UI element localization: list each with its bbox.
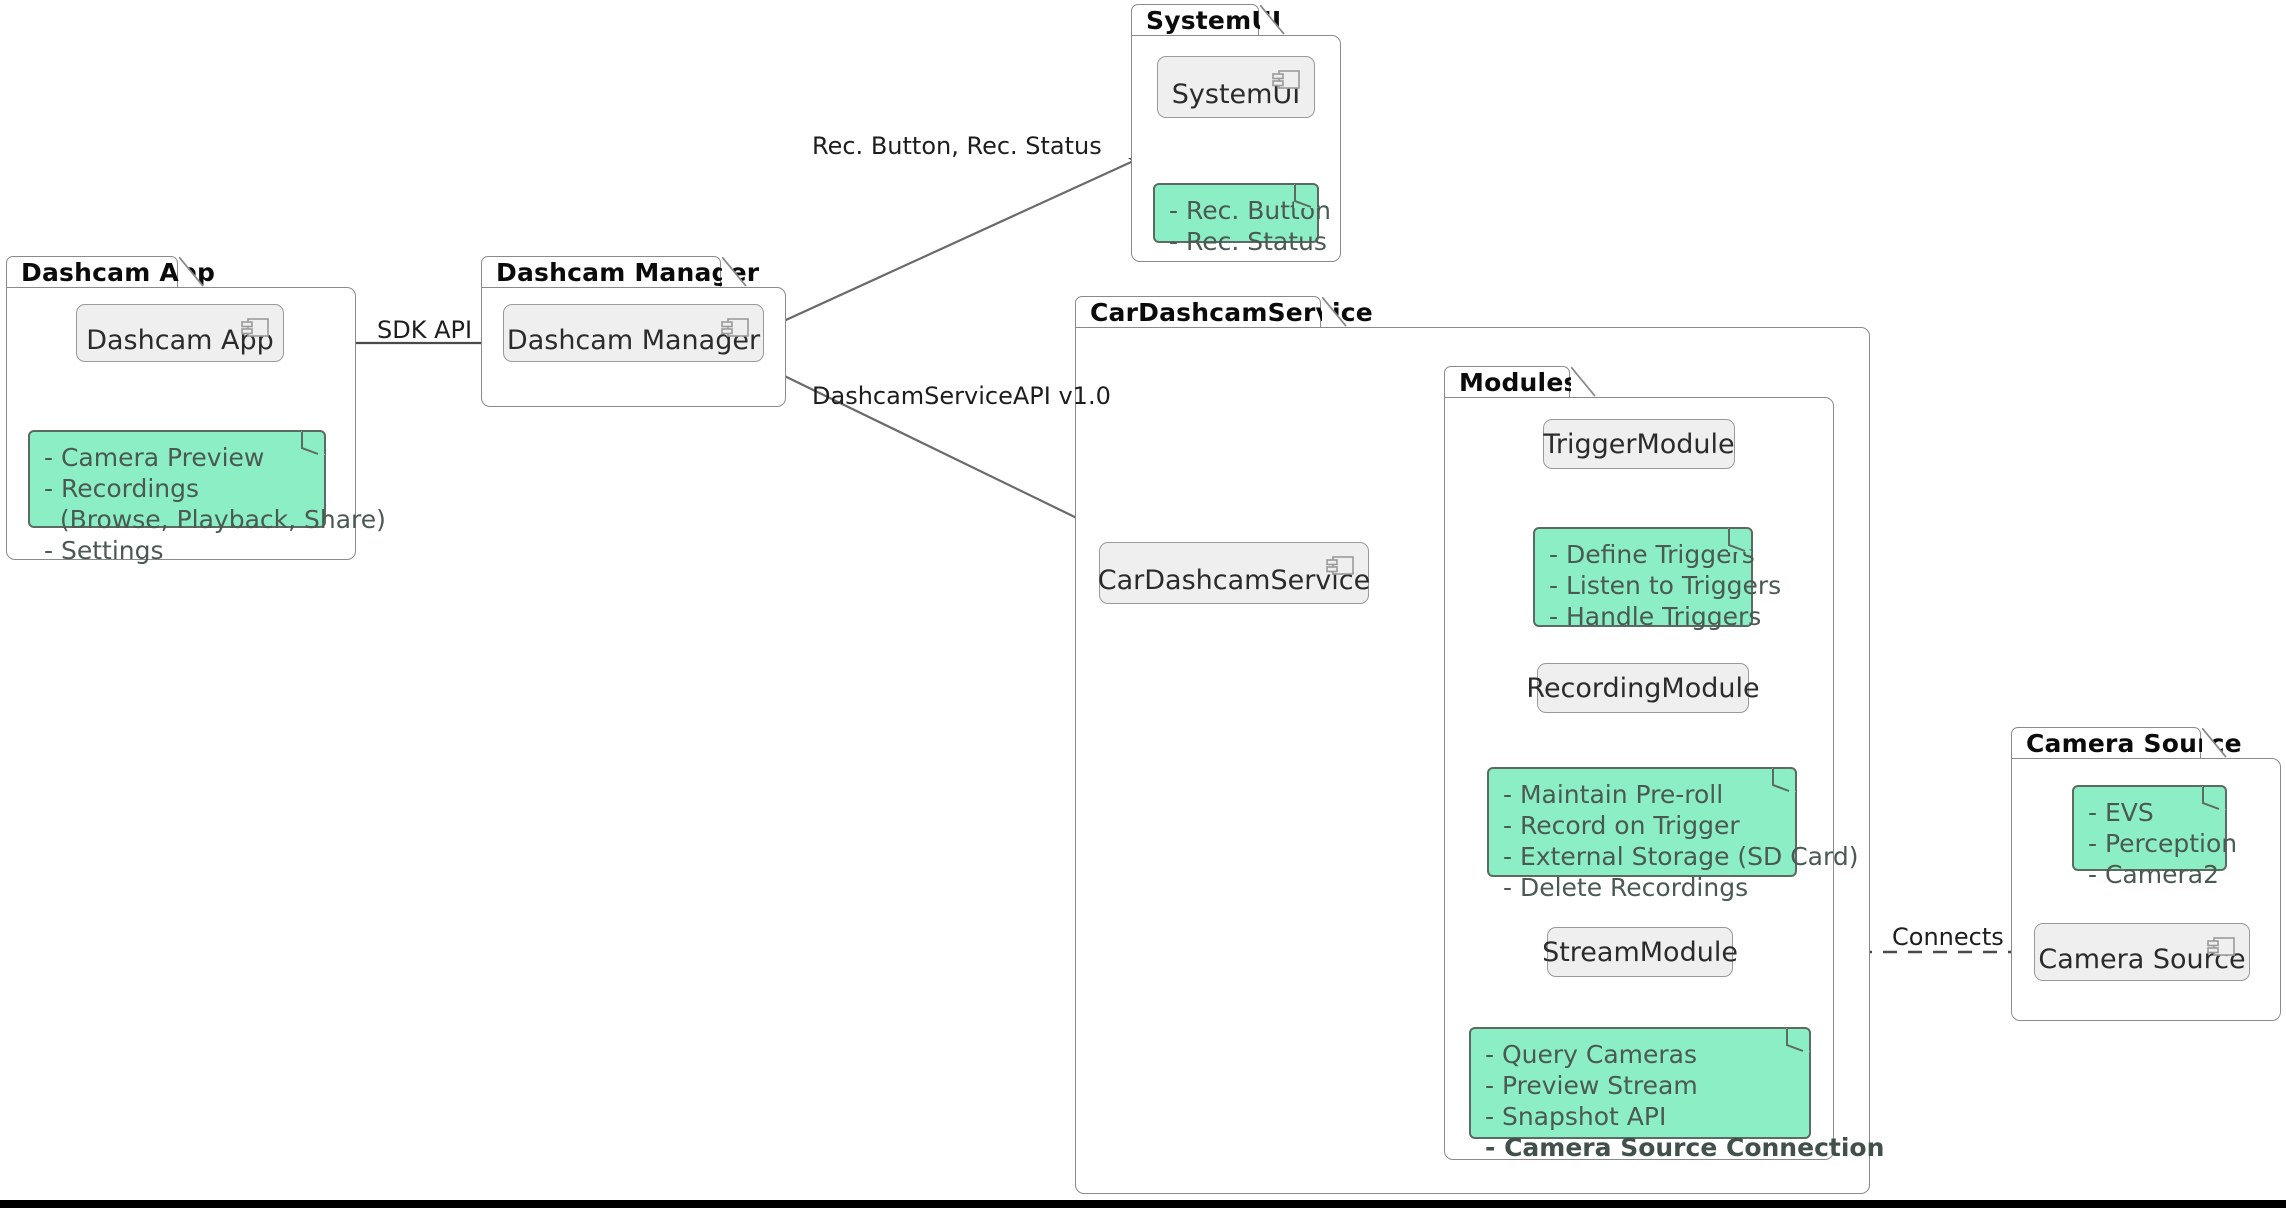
- note-camera-source: - EVS- Perception- Camera2: [2072, 785, 2237, 889]
- note-dashcam-app: - Camera Preview- Recordings (Browse, Pl…: [28, 430, 386, 565]
- component-recording-module[interactable]: RecordingModule: [1526, 663, 1760, 713]
- note-line: - Query Cameras: [1485, 1040, 1698, 1069]
- note-fold-icon: [301, 431, 325, 455]
- package-system-ui-tab: SystemUI: [1131, 4, 1285, 36]
- component-recording-module-label: RecordingModule: [1526, 672, 1760, 704]
- note-trigger-module-lines: - Define Triggers- Listen to Triggers- H…: [1549, 539, 1782, 632]
- note-line: - Settings: [44, 536, 164, 565]
- note-line: - Recordings: [44, 474, 200, 503]
- component-icon: [241, 318, 269, 337]
- package-camera-source-title: Camera Source: [2026, 729, 2242, 758]
- component-dashcam-app[interactable]: Dashcam App: [76, 304, 284, 362]
- package-camera-source-tab: Camera Source: [2011, 727, 2242, 759]
- note-line: - Preview Stream: [1485, 1071, 1698, 1100]
- note-line: - Camera2: [2088, 860, 2219, 889]
- edge-dashcam-service-api: [767, 367, 1119, 539]
- edge-label-connects: Connects: [1892, 923, 2004, 951]
- component-icon: [721, 318, 749, 337]
- package-modules-title: Modules: [1459, 368, 1579, 397]
- note-line: - Perception: [2088, 829, 2238, 858]
- note-line: - Snapshot API: [1485, 1102, 1667, 1131]
- note-fold-icon: [2202, 786, 2226, 810]
- note-system-ui-lines: - Rec. Button- Rec. Status: [1169, 195, 1331, 257]
- note-camera-source-lines: - EVS- Perception- Camera2: [2088, 797, 2238, 890]
- package-car-dashcam-service-tab: CarDashcamService: [1075, 296, 1373, 328]
- package-car-dashcam-service-title: CarDashcamService: [1090, 298, 1373, 327]
- note-dashcam-app-lines: - Camera Preview- Recordings (Browse, Pl…: [44, 442, 386, 566]
- edge-label-rec-button-status: Rec. Button, Rec. Status: [812, 132, 1102, 160]
- note-line: - Rec. Button: [1169, 196, 1331, 225]
- note-line: - Maintain Pre-roll: [1503, 780, 1724, 809]
- note-trigger-module: - Define Triggers- Listen to Triggers- H…: [1533, 527, 1781, 631]
- component-stream-module-label: StreamModule: [1542, 936, 1738, 968]
- edge-rec-button-status: [763, 156, 1141, 332]
- note-stream-module: - Query Cameras- Preview Stream- Snapsho…: [1469, 1027, 1884, 1162]
- component-system-ui[interactable]: SystemUI: [1157, 56, 1315, 118]
- package-dashcam-app-tab: Dashcam App: [6, 256, 215, 288]
- component-trigger-module[interactable]: TriggerModule: [1543, 419, 1735, 469]
- component-car-dashcam-service[interactable]: CarDashcamService: [1097, 542, 1371, 604]
- note-line: - Camera Preview: [44, 443, 265, 472]
- component-stream-module[interactable]: StreamModule: [1542, 927, 1738, 977]
- package-dashcam-manager-title: Dashcam Manager: [496, 258, 760, 287]
- note-fold-icon: [1728, 528, 1752, 552]
- note-line: - Rec. Status: [1169, 227, 1327, 256]
- note-line: - Define Triggers: [1549, 540, 1755, 569]
- note-fold-icon: [1786, 1028, 1810, 1052]
- package-system-ui-title: SystemUI: [1146, 6, 1282, 35]
- component-icon: [1272, 70, 1300, 89]
- component-icon: [2207, 937, 2235, 956]
- component-car-dashcam-service-label: CarDashcamService: [1097, 564, 1371, 596]
- note-line: - EVS: [2088, 798, 2154, 827]
- bottom-strip: [0, 1200, 2286, 1208]
- note-line: (Browse, Playback, Share): [44, 505, 386, 534]
- component-dashcam-manager[interactable]: Dashcam Manager: [503, 304, 764, 362]
- note-line: - Record on Trigger: [1503, 811, 1740, 840]
- note-line: - Handle Triggers: [1549, 602, 1762, 631]
- component-trigger-module-label: TriggerModule: [1543, 428, 1735, 460]
- edge-label-sdk-api: SDK API: [377, 316, 473, 344]
- note-system-ui: - Rec. Button- Rec. Status: [1153, 183, 1331, 256]
- package-dashcam-manager-tab: Dashcam Manager: [481, 256, 759, 288]
- component-icon: [1326, 556, 1354, 575]
- note-line: - Listen to Triggers: [1549, 571, 1782, 600]
- note-line: - External Storage (SD Card): [1503, 842, 1859, 871]
- note-stream-module-lines: - Query Cameras- Preview Stream- Snapsho…: [1485, 1039, 1885, 1163]
- component-dashcam-manager-label: Dashcam Manager: [506, 324, 761, 356]
- package-modules-tab: Modules: [1444, 366, 1596, 398]
- note-recording-module-lines: - Maintain Pre-roll- Record on Trigger- …: [1503, 779, 1859, 903]
- note-fold-icon: [1294, 184, 1318, 208]
- note-line: - Delete Recordings: [1503, 873, 1749, 902]
- note-fold-icon: [1772, 768, 1796, 792]
- package-dashcam-app-title: Dashcam App: [21, 258, 216, 287]
- edge-label-dashcam-service-api: DashcamServiceAPI v1.0: [812, 382, 1111, 410]
- note-recording-module: - Maintain Pre-roll- Record on Trigger- …: [1487, 767, 1858, 902]
- note-line: - Camera Source Connection: [1485, 1133, 1885, 1162]
- component-camera-source[interactable]: Camera Source: [2034, 923, 2250, 981]
